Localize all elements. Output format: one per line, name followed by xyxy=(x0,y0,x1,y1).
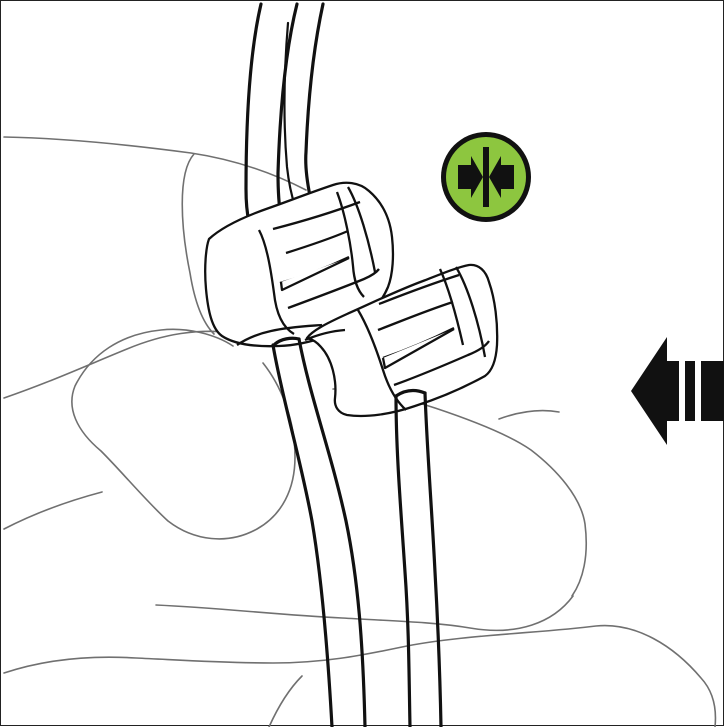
upper-finger-line xyxy=(3,136,307,191)
upper-connector-top-edge xyxy=(272,200,361,231)
badge-left-arrow xyxy=(458,156,483,198)
lower-finger-line xyxy=(3,330,238,399)
lower-left-cable-left-edge xyxy=(271,343,334,727)
bottom-cable-bundle xyxy=(271,336,443,727)
bottom-hand-contour xyxy=(3,624,717,727)
lower-connector-joint-line xyxy=(304,328,346,342)
lower-left-cable-end xyxy=(273,336,301,346)
lower-right-cable-left-edge xyxy=(394,394,412,727)
upper-connector-lower-edge xyxy=(287,268,380,310)
right-hand-curve xyxy=(332,388,588,597)
arrow-bar-1 xyxy=(685,361,695,421)
thumb-outline xyxy=(71,328,296,540)
compress-connectors-icon xyxy=(441,132,531,222)
lower-connector xyxy=(304,263,499,418)
lower-connector-top-edge xyxy=(378,273,460,306)
thumb-tip-detail xyxy=(498,409,560,420)
top-cable-bundle xyxy=(244,2,325,224)
palm-crease-line xyxy=(155,595,574,632)
upper-connector-base-line xyxy=(236,323,323,346)
lower-left-cable-right-edge xyxy=(297,337,367,727)
finger-fold-line xyxy=(181,153,215,335)
lower-connector-lower-edge xyxy=(393,340,490,387)
arrow-head xyxy=(631,337,679,445)
palm-lower-line xyxy=(3,491,103,530)
lower-connector-slot-top xyxy=(377,300,454,332)
lower-connector-rear-line-2 xyxy=(455,266,487,358)
upper-connector-rear-line-2 xyxy=(347,186,377,273)
upper-connector-face-line xyxy=(257,229,295,335)
cable-top-right-edge xyxy=(304,2,325,198)
arrow-bar-2 xyxy=(701,361,724,421)
lower-right-cable-end xyxy=(394,389,427,398)
cable-top-left-edge xyxy=(244,2,263,224)
lower-connector-rear-line xyxy=(438,268,465,346)
badge-center-bar xyxy=(483,147,489,207)
upper-connector-rear-line xyxy=(335,191,365,298)
wrist-line xyxy=(268,675,303,727)
upper-connector-latch xyxy=(279,256,350,292)
upper-connector-slot-top xyxy=(285,229,349,255)
upper-connector xyxy=(204,181,395,348)
badge-right-arrow xyxy=(489,156,514,198)
lower-connector-latch xyxy=(381,327,455,370)
cable-top-divider xyxy=(283,21,297,208)
cable-top-middle-edge xyxy=(276,2,299,219)
lower-right-cable-right-edge xyxy=(423,391,443,727)
push-left-arrow-icon xyxy=(631,337,724,445)
